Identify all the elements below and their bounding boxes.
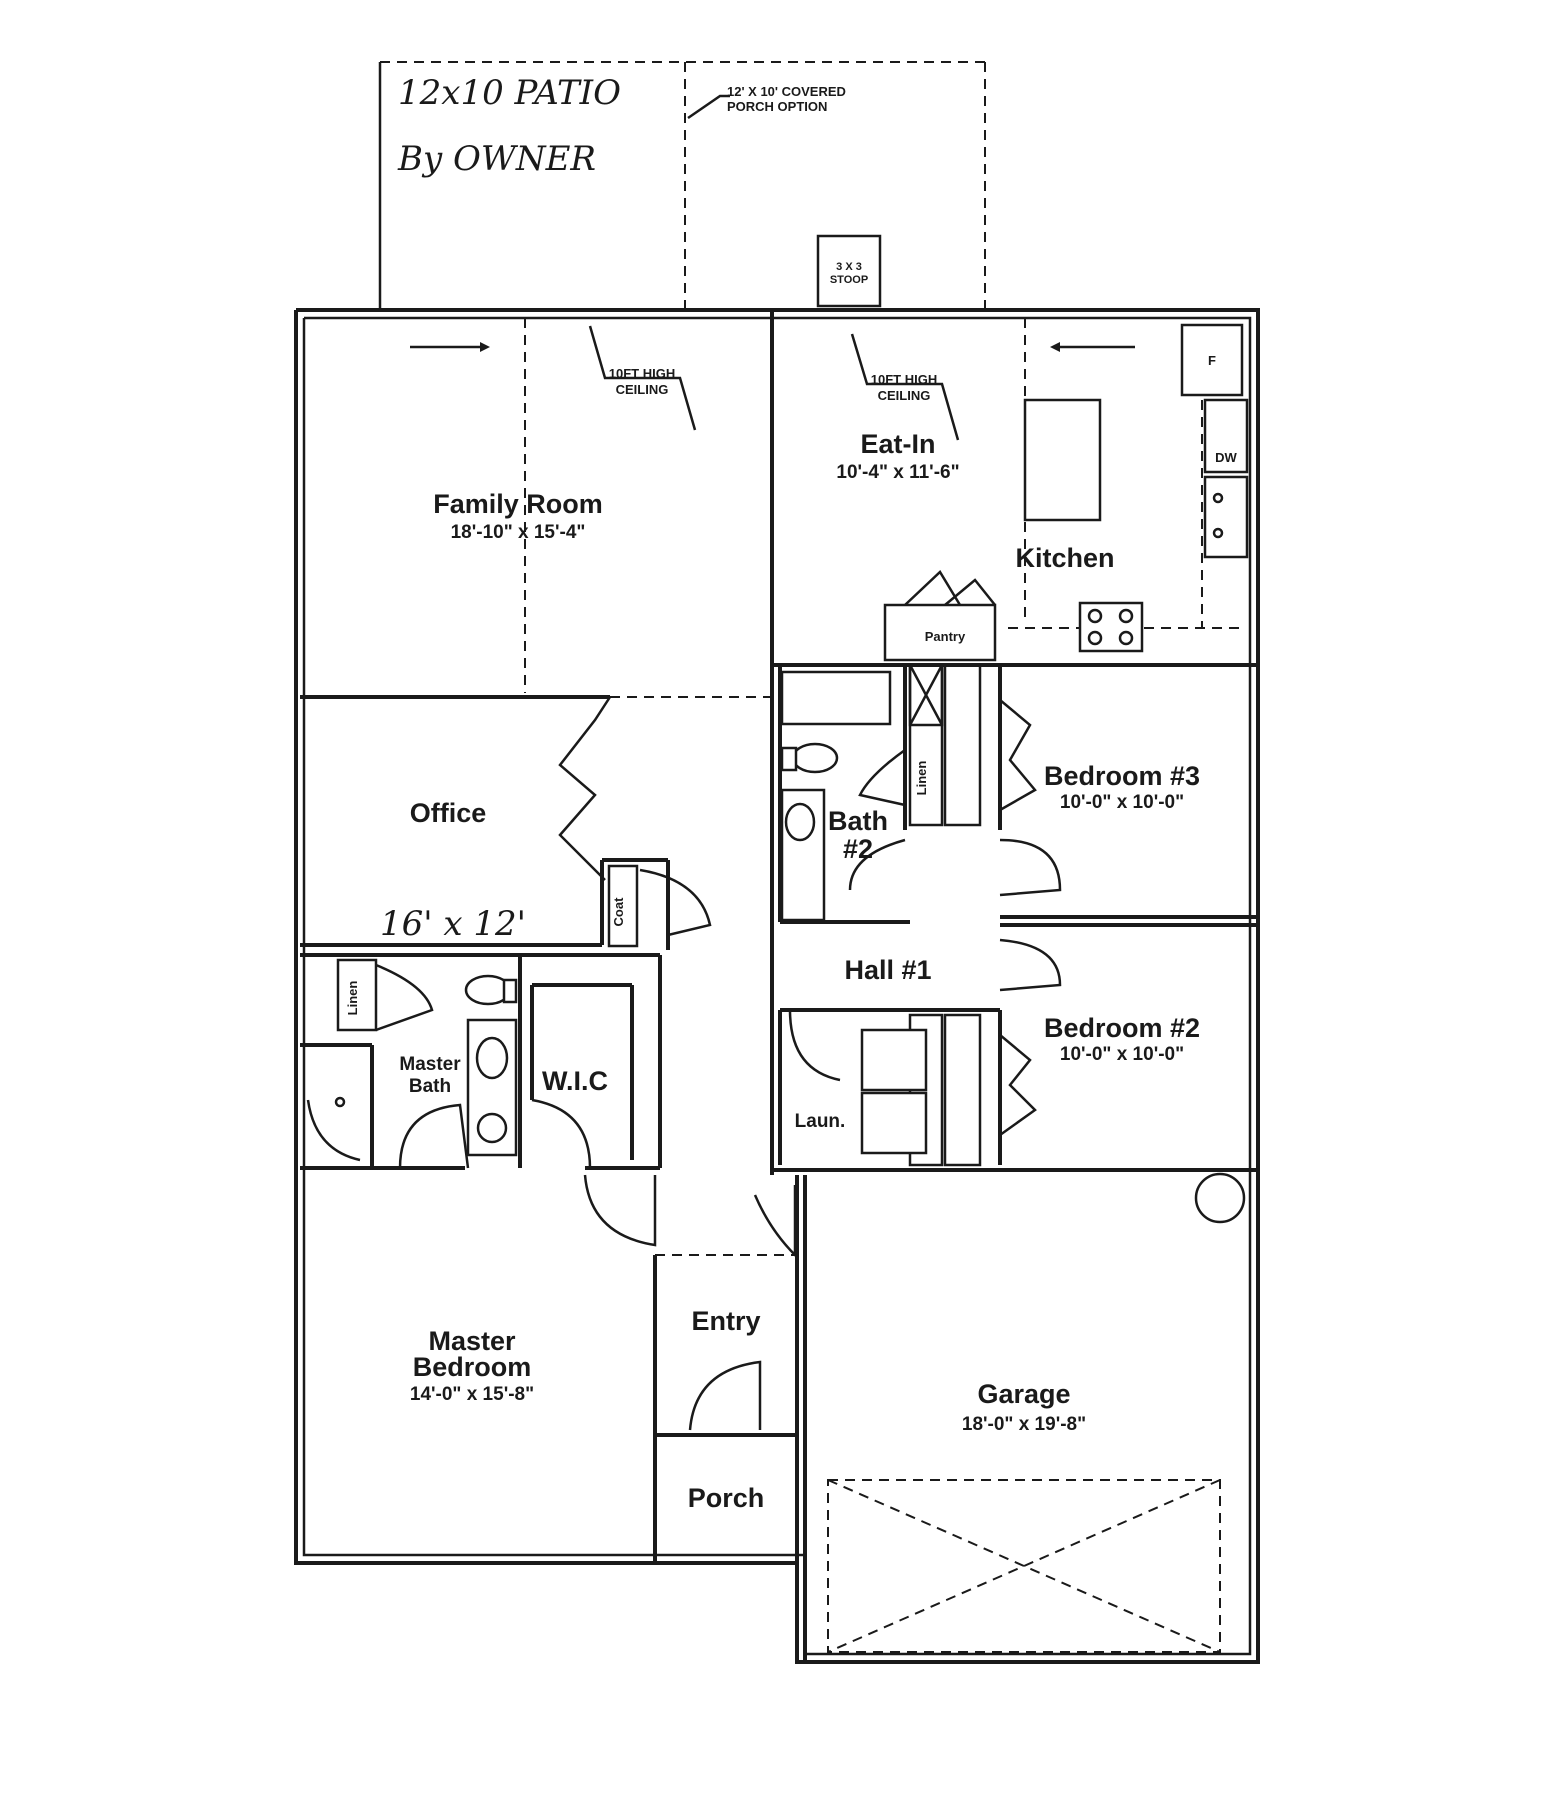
pantry-box bbox=[883, 603, 997, 662]
kitchen-fixtures: F DW bbox=[1023, 323, 1249, 653]
ceiling-lines bbox=[524, 318, 1240, 698]
ceiling-note-family: 10FT HIGH CEILING bbox=[588, 325, 697, 431]
fridge bbox=[1180, 323, 1244, 397]
garage-door-overhead bbox=[827, 1479, 1221, 1653]
bath2-name-1: Bath bbox=[828, 806, 888, 836]
patio-handwritten-1: 12x10 PATIO bbox=[398, 73, 621, 113]
bath2-name-2: #2 bbox=[843, 834, 873, 864]
office-handwritten-dims: 16' x 12' bbox=[380, 904, 526, 944]
bedroom3-name: Bedroom #3 bbox=[1044, 761, 1200, 791]
svg-text:10FT HIGH: 10FT HIGH bbox=[871, 372, 937, 387]
master-bedroom-dims: 14'-0" x 15'-8" bbox=[410, 1384, 534, 1405]
master-bath-name-2: Bath bbox=[409, 1076, 451, 1097]
washer bbox=[860, 1028, 928, 1092]
garage-name: Garage bbox=[977, 1379, 1070, 1409]
master-bath-name-1: Master bbox=[399, 1054, 461, 1075]
svg-text:10FT HIGH: 10FT HIGH bbox=[609, 366, 675, 381]
master-linen-name: Linen bbox=[345, 981, 360, 1016]
svg-text:CEILING: CEILING bbox=[878, 388, 931, 403]
kitchen-name: Kitchen bbox=[1015, 543, 1114, 573]
linen-closet-master bbox=[336, 958, 378, 1032]
family-room-name: Family Room bbox=[433, 489, 603, 519]
bedroom3-dims: 10'-0" x 10'-0" bbox=[1060, 792, 1184, 813]
covered-porch-label-1: 12' X 10' COVERED bbox=[727, 84, 846, 99]
stoop-label-2: STOOP bbox=[830, 274, 868, 286]
patio-handwritten-2: By OWNER bbox=[397, 139, 596, 179]
sliding-door-arrows bbox=[410, 342, 1135, 352]
garage-dims: 18'-0" x 19'-8" bbox=[962, 1414, 1086, 1435]
laundry-name: Laun. bbox=[795, 1111, 846, 1132]
master-bedroom-name-2: Bedroom bbox=[413, 1352, 532, 1382]
master-bedroom-name-1: Master bbox=[428, 1326, 516, 1356]
garage-fixtures bbox=[827, 1172, 1246, 1653]
ceiling-note-kitchen: 10FT HIGH CEILING bbox=[850, 333, 960, 441]
eat-in-name: Eat-In bbox=[860, 429, 935, 459]
porch-leader-line bbox=[687, 94, 730, 120]
kitchen-sink bbox=[1203, 475, 1249, 559]
door-swings bbox=[306, 570, 1062, 1431]
stoop bbox=[816, 234, 882, 308]
shower-drain bbox=[334, 1096, 346, 1108]
entry-name: Entry bbox=[691, 1306, 760, 1336]
water-heater bbox=[1194, 1172, 1246, 1224]
wic-name: W.I.C bbox=[542, 1066, 608, 1096]
bedroom2-dims: 10'-0" x 10'-0" bbox=[1060, 1044, 1184, 1065]
bath2-toilet bbox=[791, 742, 839, 774]
interior-walls bbox=[300, 310, 1258, 1662]
svg-text:CEILING: CEILING bbox=[616, 382, 669, 397]
dishwasher bbox=[1203, 398, 1249, 474]
covered-porch-label-2: PORCH OPTION bbox=[727, 99, 827, 114]
hall-closet bbox=[908, 663, 944, 727]
bedroom2-name: Bedroom #2 bbox=[1044, 1013, 1200, 1043]
stoop-label-1: 3 X 3 bbox=[836, 261, 862, 273]
bath2-fixtures bbox=[780, 663, 944, 922]
coat-closet bbox=[607, 864, 639, 948]
dryer bbox=[860, 1091, 928, 1155]
kitchen-island bbox=[1023, 398, 1102, 522]
porch-name: Porch bbox=[688, 1483, 765, 1513]
hall-linen-name: Linen bbox=[914, 761, 929, 796]
hall1-name: Hall #1 bbox=[844, 955, 931, 985]
range bbox=[1078, 601, 1144, 653]
office-name: Office bbox=[410, 798, 487, 828]
svg-text:F: F bbox=[1208, 353, 1216, 368]
svg-text:DW: DW bbox=[1215, 450, 1237, 465]
coat-name: Coat bbox=[611, 897, 626, 927]
master-bath-fixtures bbox=[334, 974, 518, 1157]
bath2-tub bbox=[780, 670, 892, 726]
family-room-dims: 18'-10" x 15'-4" bbox=[451, 522, 586, 543]
patio-area: 3 X 3 STOOP 12' X 10' COVERED PORCH OPTI… bbox=[378, 61, 986, 310]
pantry-name: Pantry bbox=[925, 629, 966, 644]
laundry-fixtures bbox=[860, 1028, 928, 1155]
eat-in-dims: 10'-4" x 11'-6" bbox=[836, 462, 959, 483]
